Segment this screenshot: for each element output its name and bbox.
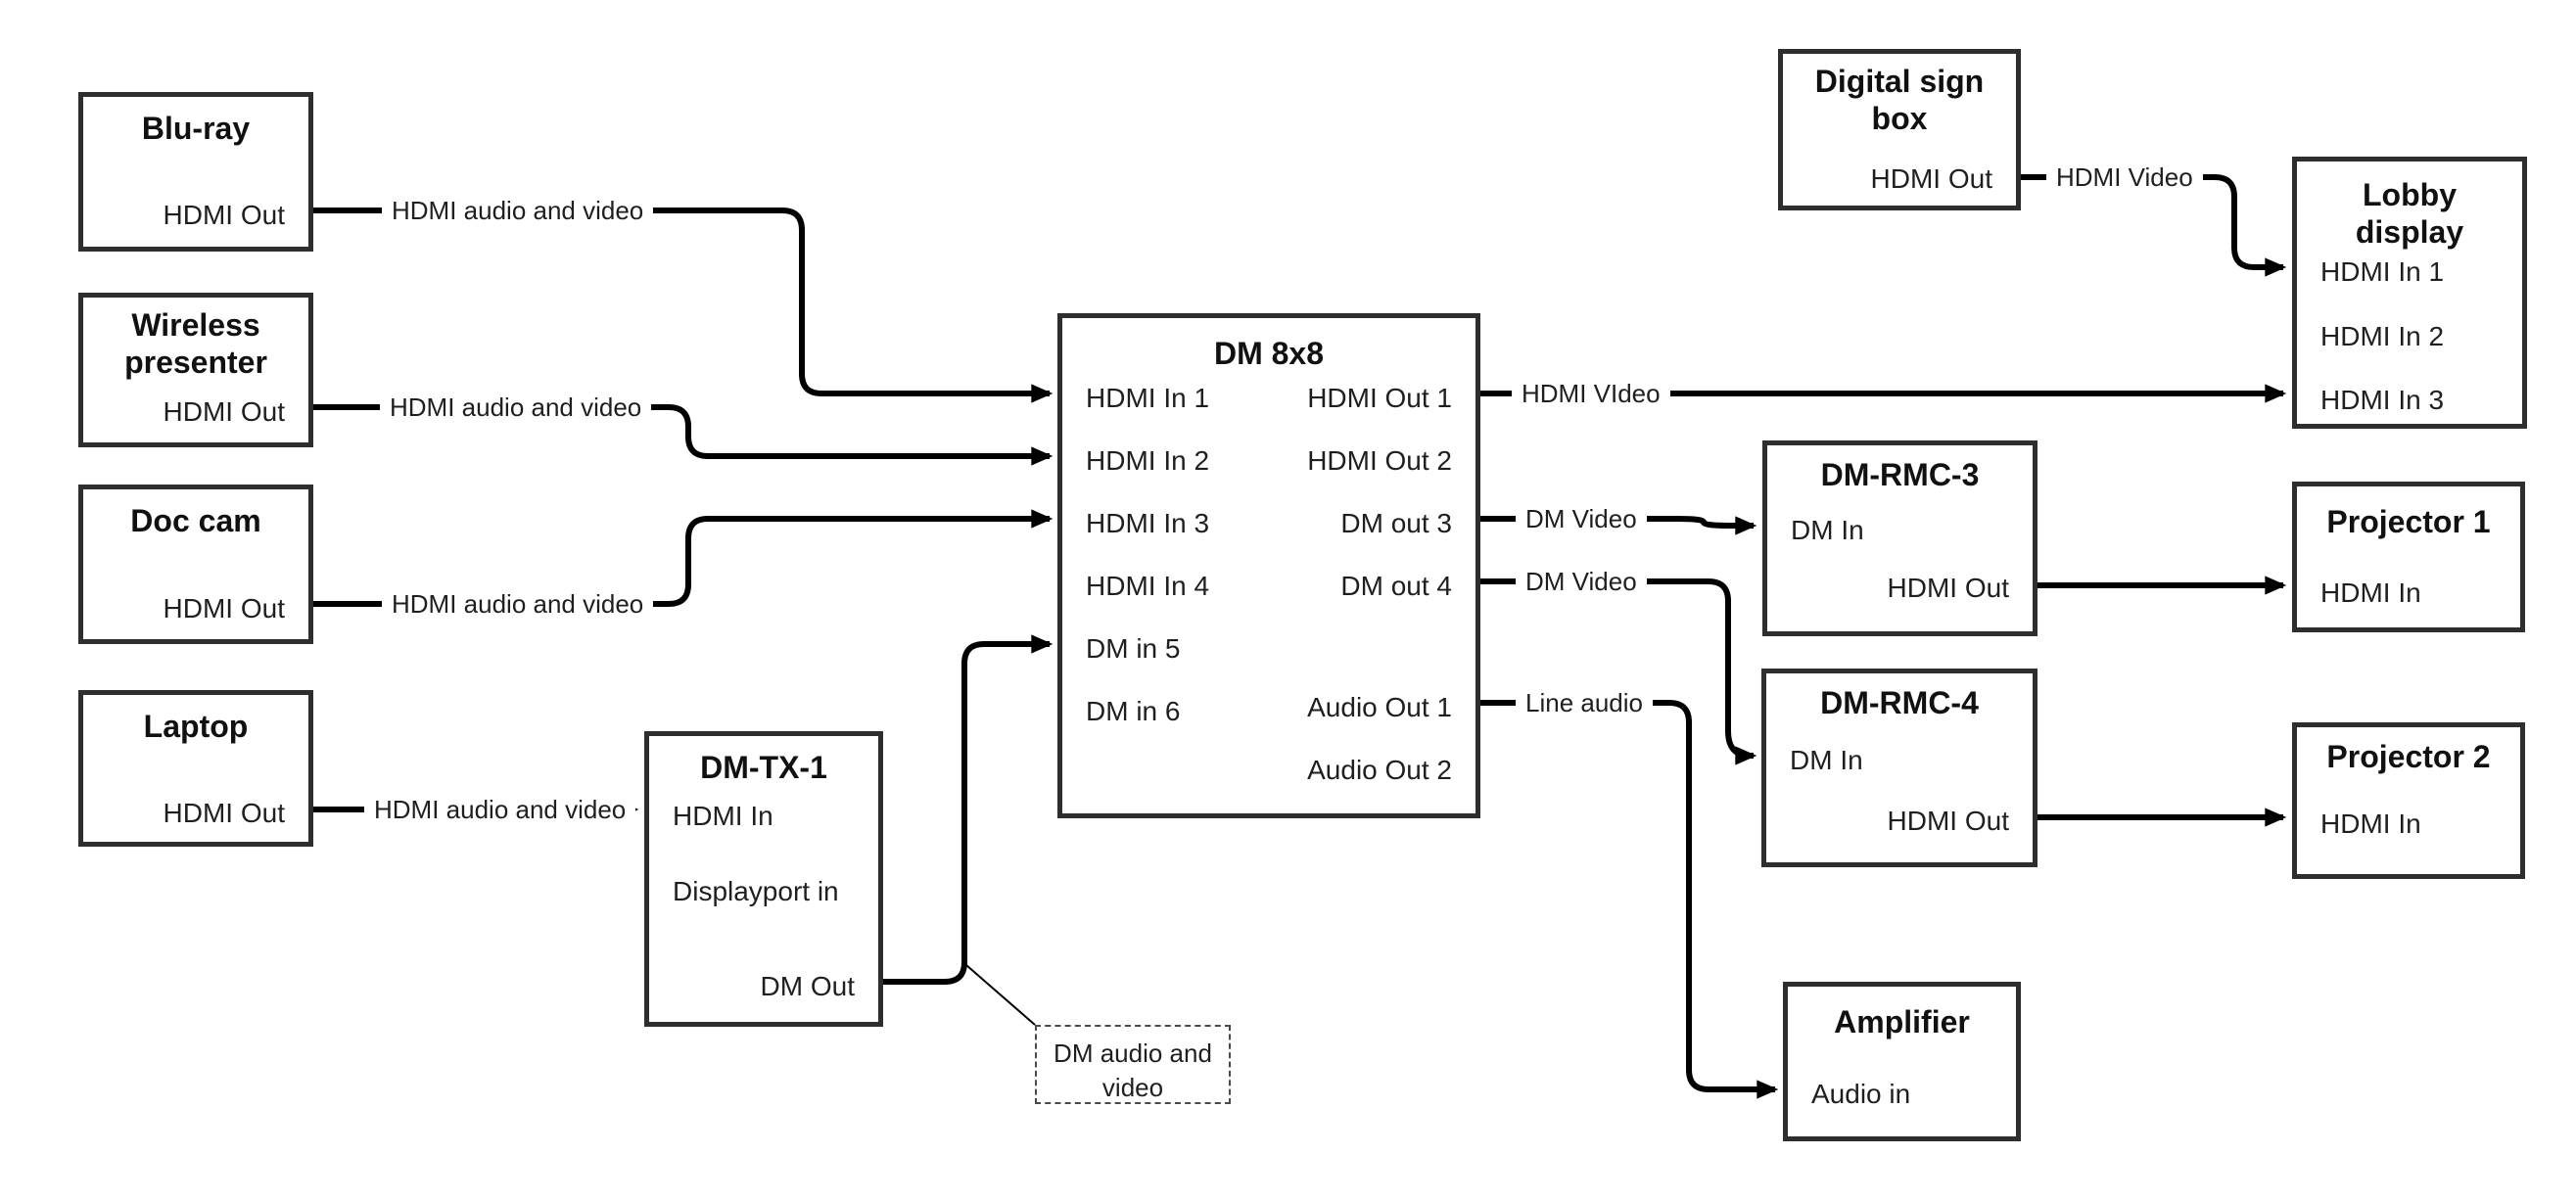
node-digital-sign-box: Digital sign box HDMI Out: [1778, 49, 2021, 210]
port-bluray-hdmi-out: HDMI Out: [163, 200, 285, 230]
port-dmrmc4-hdmi-out: HDMI Out: [1887, 806, 2009, 836]
edge-label-hdmi-av-bluray: HDMI audio and video: [382, 198, 654, 223]
port-lobby-hdmi-in-3: HDMI In 3: [2320, 385, 2445, 415]
node-bluray: Blu-ray HDMI Out: [78, 92, 313, 252]
edge-wireless-to-dm8x8-in2: [313, 404, 1054, 466]
port-lobby-hdmi-in-1: HDMI In 1: [2320, 256, 2445, 287]
node-laptop: Laptop HDMI Out: [78, 690, 313, 847]
port-dm8x8-hdmi-in-4: HDMI In 4: [1086, 571, 1210, 601]
edge-dm8x8-out4-to-dmrmc4-dmin: [1480, 578, 1757, 765]
edge-label-hdmi-video-out1: HDMI VIdeo: [1512, 381, 1670, 406]
port-dmtx1-dm-out: DM Out: [760, 971, 855, 1001]
node-digital-sign-box-title: Digital sign box: [1814, 64, 1985, 136]
edge-label-hdmi-av-wireless: HDMI audio and video: [380, 394, 652, 420]
port-projector1-hdmi-in: HDMI In: [2320, 577, 2421, 608]
port-lobby-hdmi-in-2: HDMI In 2: [2320, 321, 2445, 351]
node-projector-2: Projector 2 HDMI In: [2292, 722, 2525, 879]
port-dm8x8-audio-out-2: Audio Out 2: [1307, 755, 1452, 785]
port-dm8x8-hdmi-in-2: HDMI In 2: [1086, 445, 1210, 476]
node-dm-tx-1: DM-TX-1 HDMI In Displayport in DM Out: [644, 731, 883, 1027]
node-dm-rmc-4-title: DM-RMC-4: [1820, 685, 1979, 720]
port-dm8x8-hdmi-in-1: HDMI In 1: [1086, 383, 1210, 413]
edge-dm8x8-out3-to-dmrmc3-dmin: [1480, 516, 1757, 535]
port-dm8x8-audio-out-1: Audio Out 1: [1307, 692, 1452, 722]
port-dmrmc4-dm-in: DM In: [1790, 745, 1863, 775]
port-digitalsign-hdmi-out: HDMI Out: [1870, 163, 1992, 194]
edge-bluray-to-dm8x8-in1: [313, 208, 1054, 403]
edge-label-dm-video-out3: DM Video: [1516, 506, 1647, 531]
edge-dmtx1-dmout-to-dm8x8-in5: [883, 634, 1054, 985]
port-dm8x8-hdmi-out-1: HDMI Out 1: [1307, 383, 1452, 413]
port-dmtx1-hdmi-in: HDMI In: [673, 801, 773, 831]
port-dmrmc3-dm-in: DM In: [1791, 515, 1864, 545]
edge-label-line-audio: Line audio: [1516, 690, 1653, 716]
edge-digitalsign-to-lobby-in1: [2021, 174, 2287, 277]
node-lobby-display-title: Lobby display: [2355, 177, 2464, 250]
node-dm-rmc-3-title: DM-RMC-3: [1820, 457, 1980, 492]
edge-doccam-to-dm8x8-in3: [313, 509, 1054, 607]
node-projector-2-title: Projector 2: [2326, 739, 2491, 774]
node-dm-tx-1-title: DM-TX-1: [700, 750, 827, 785]
port-wireless-hdmi-out: HDMI Out: [163, 396, 285, 427]
annotation-leader-line: [965, 964, 1036, 1026]
node-bluray-title: Blu-ray: [141, 111, 251, 146]
node-projector-1: Projector 1 HDMI In: [2292, 482, 2525, 632]
node-dm-8x8: DM 8x8 HDMI In 1 HDMI In 2 HDMI In 3 HDM…: [1057, 313, 1480, 818]
node-dm-8x8-title: DM 8x8: [1213, 336, 1325, 371]
port-dm8x8-dm-out-4: DM out 4: [1340, 571, 1452, 601]
edge-label-dm-video-out4: DM Video: [1516, 569, 1647, 594]
node-doc-cam-title: Doc cam: [130, 503, 261, 538]
edge-dm8x8-audio1-to-amplifier: [1480, 700, 1779, 1099]
node-wireless-presenter-title: Wireless presenter: [124, 307, 267, 380]
edge-label-hdmi-video-sign: HDMI Video: [2046, 164, 2203, 190]
node-laptop-title: Laptop: [143, 709, 249, 744]
edge-label-hdmi-av-doccam: HDMI audio and video: [382, 591, 654, 617]
annotation-dm-audio-video: DM audio and video: [1035, 1025, 1231, 1104]
node-dm-rmc-3: DM-RMC-3 DM In HDMI Out: [1762, 440, 2037, 636]
node-doc-cam: Doc cam HDMI Out: [78, 485, 313, 644]
node-dm-rmc-4: DM-RMC-4 DM In HDMI Out: [1761, 669, 2037, 867]
node-lobby-display: Lobby display HDMI In 1 HDMI In 2 HDMI I…: [2292, 157, 2527, 429]
port-dmtx1-displayport-in: Displayport in: [673, 876, 839, 906]
node-wireless-presenter: Wireless presenter HDMI Out: [78, 293, 313, 447]
port-dm8x8-hdmi-out-2: HDMI Out 2: [1307, 445, 1452, 476]
node-projector-1-title: Projector 1: [2326, 504, 2491, 539]
node-amplifier-title: Amplifier: [1834, 1004, 1970, 1039]
port-laptop-hdmi-out: HDMI Out: [163, 798, 285, 828]
port-doccam-hdmi-out: HDMI Out: [163, 593, 285, 624]
port-projector2-hdmi-in: HDMI In: [2320, 808, 2421, 839]
port-amplifier-audio-in: Audio in: [1811, 1079, 1911, 1109]
node-amplifier: Amplifier Audio in: [1783, 982, 2021, 1141]
port-dmrmc3-hdmi-out: HDMI Out: [1887, 573, 2009, 603]
edge-label-hdmi-av-laptop: HDMI audio and video: [364, 797, 636, 822]
port-dm8x8-hdmi-in-3: HDMI In 3: [1086, 508, 1210, 538]
port-dm8x8-dm-in-6: DM in 6: [1086, 696, 1181, 726]
port-dm8x8-dm-in-5: DM in 5: [1086, 633, 1181, 664]
port-dm8x8-dm-out-3: DM out 3: [1340, 508, 1452, 538]
